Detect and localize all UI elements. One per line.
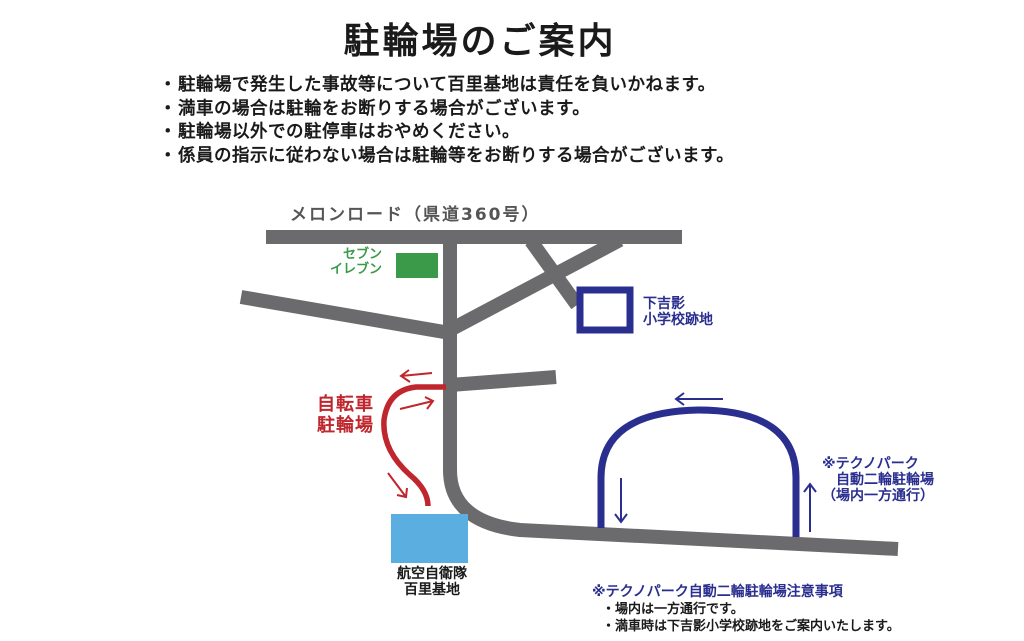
west-road: [239, 290, 452, 340]
arrow-left-icon: [399, 369, 433, 383]
seven-eleven-label: セブン イレブン: [330, 247, 383, 277]
notice-list: ・駐輪場で発生した事故等について百里基地は責任を負いかねます。 ・満車の場合は駐…: [158, 74, 734, 168]
arrow-down-icon: [614, 478, 628, 524]
school-marker: [576, 286, 634, 334]
bullet: ・: [159, 98, 177, 119]
roads: [239, 230, 899, 556]
base-marker: [391, 514, 468, 563]
notes-heading: ※テクノパーク自動二輪駐輪場注意事項: [592, 584, 843, 600]
northeast-road: [446, 233, 624, 337]
bullet: ・: [159, 122, 177, 142]
bicycle-route: [381, 384, 446, 507]
seven-eleven-marker: [396, 253, 438, 278]
arrow-down-icon: [387, 472, 408, 499]
notice-item: ・係員の指示に従わない場合は駐輪等をお断りする場合がございます。: [158, 145, 734, 169]
notice-item: ・駐輪場で発生した事故等について百里基地は責任を負いかねます。: [158, 74, 734, 98]
techno-park-notes: ※テクノパーク自動二輪駐輪場注意事項 ・場内は一方通行です。 ・満車時は下吉影小…: [592, 581, 900, 635]
techno-park-loop: [597, 406, 800, 537]
techno-park-label: ※テクノパーク 自動二輪駐輪場 （場内一方通行）: [822, 456, 934, 505]
notes-item: ・満車時は下吉影小学校跡地をご案内いたします。: [602, 619, 900, 634]
arrow-up-icon: [803, 482, 817, 532]
bike-road: [449, 370, 557, 392]
page-title: 駐輪場のご案内: [343, 21, 617, 62]
notes-item: ・場内は一方通行です。: [602, 602, 744, 617]
notice-item: ・駐輪場以外での駐停車はおやめください。: [158, 121, 734, 145]
base-label: 航空自衛隊 百里基地: [397, 566, 467, 599]
main-road: [443, 237, 899, 556]
bullet: ・: [159, 75, 177, 95]
notice-item: ・満車の場合は駐輪をお断りする場合がございます。: [158, 98, 734, 122]
bullet: ・: [159, 145, 177, 166]
school-label: 下吉影 小学校跡地: [643, 296, 713, 329]
bicycle-parking-label: 自転車 駐輪場: [317, 394, 374, 436]
road-name-label: メロンロード（県道360号）: [290, 205, 541, 225]
arrow-left-icon: [674, 392, 723, 406]
bicycle-arrows: [387, 369, 435, 499]
school-road: [525, 236, 583, 310]
arrow-right-icon: [399, 396, 435, 410]
techno-park-arrows: [614, 392, 817, 532]
